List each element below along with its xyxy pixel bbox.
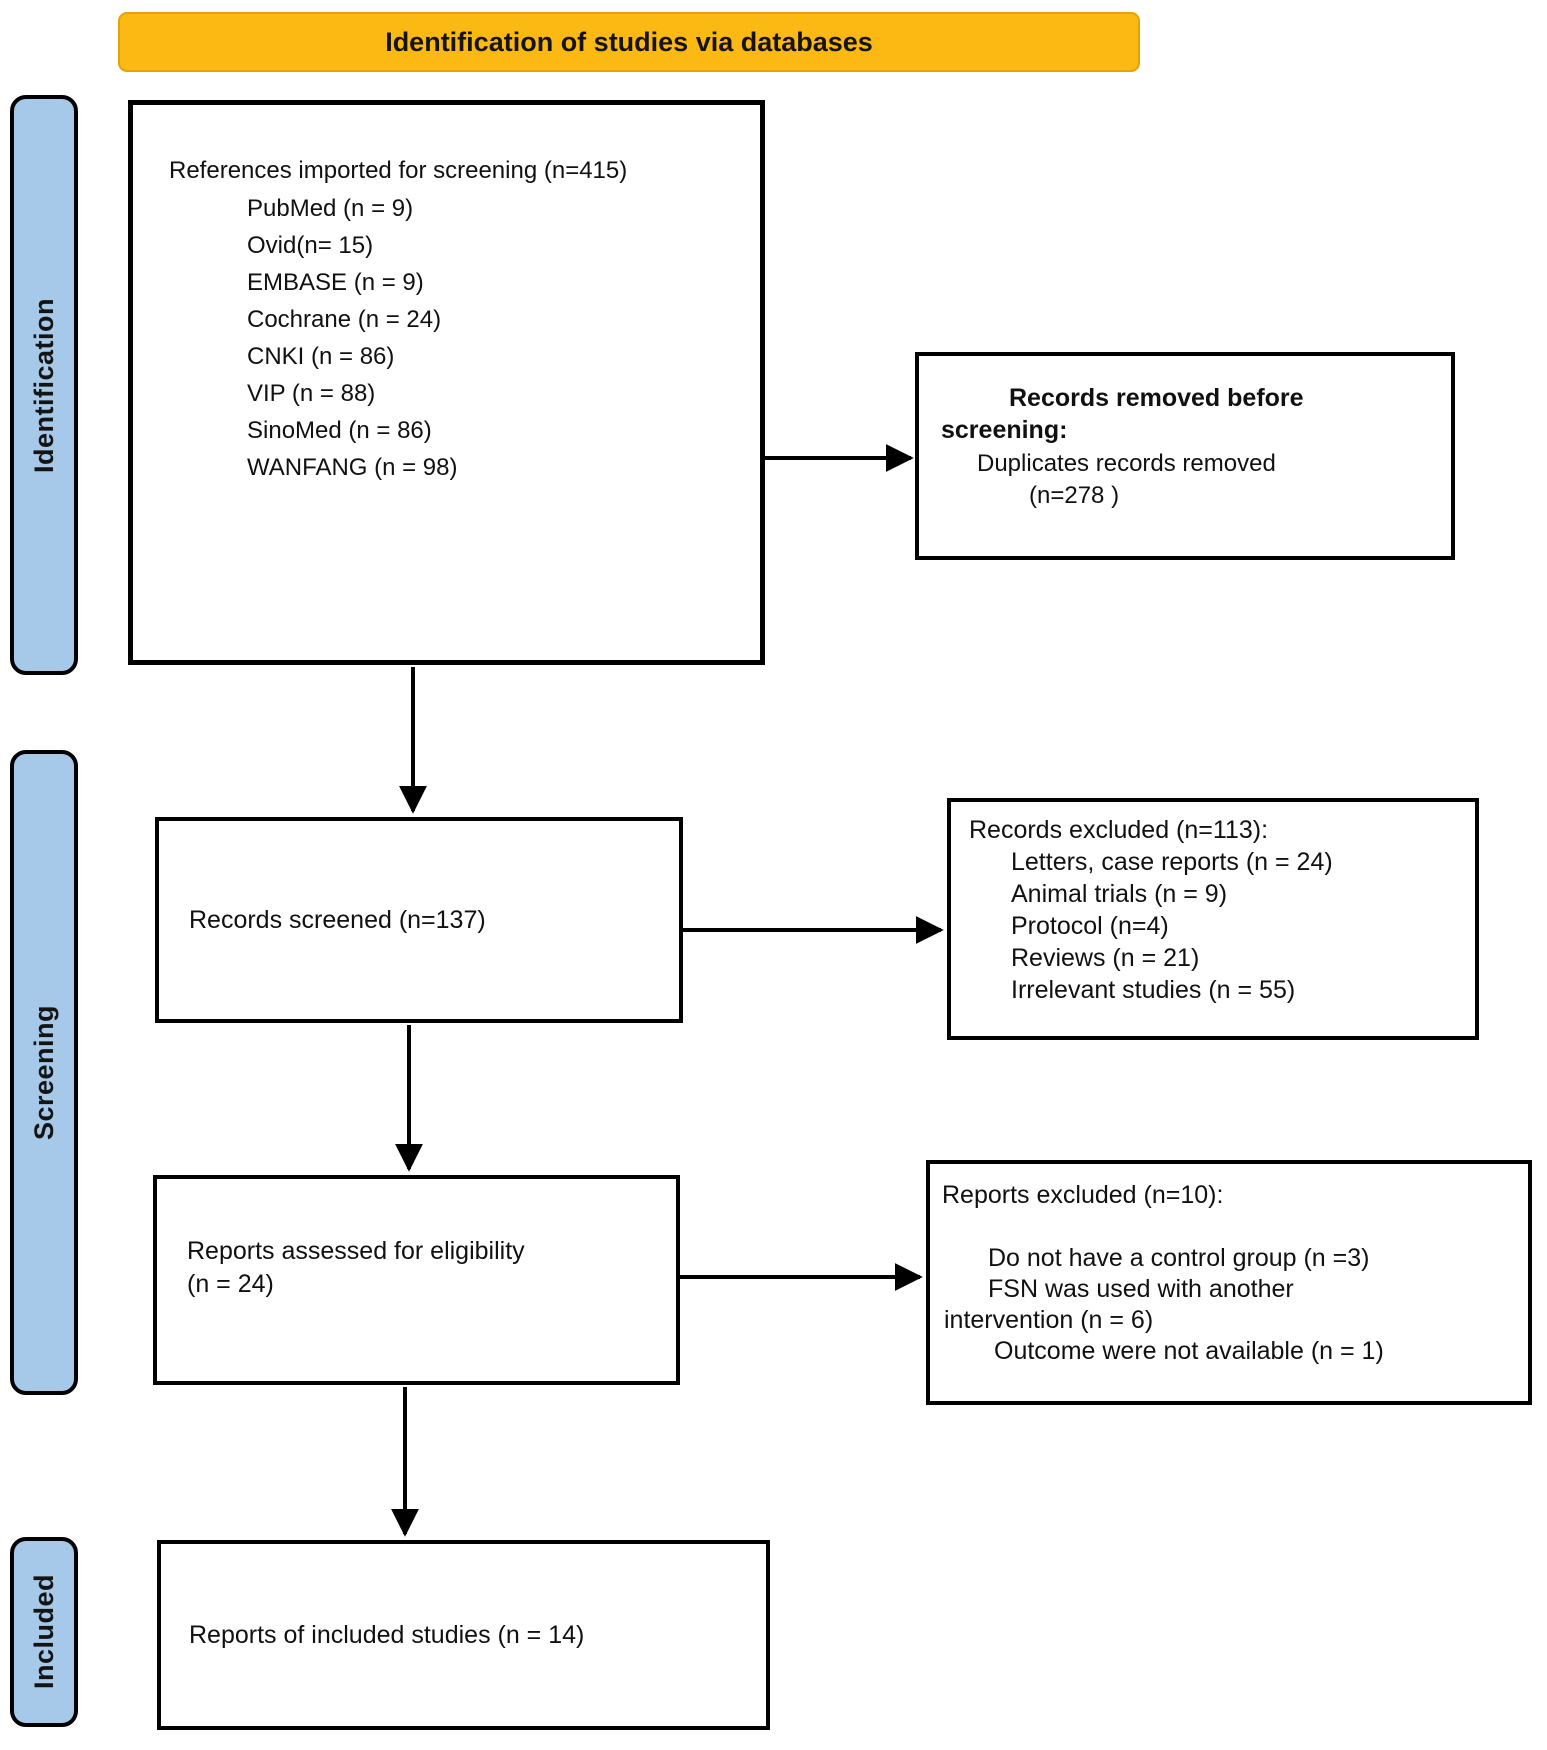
- exclusion-reason: Outcome were not available (n = 1): [994, 1337, 1384, 1365]
- box-reports-included: Reports of included studies (n = 14): [157, 1540, 770, 1730]
- stage-label-identification: Identification: [10, 95, 78, 675]
- reason-line: (n=278 ): [1029, 482, 1120, 509]
- exclusion-reason: Protocol (n=4): [1011, 912, 1169, 940]
- database-item: EMBASE (n = 9): [247, 269, 424, 296]
- diagram-title: Identification of studies via databases: [385, 26, 873, 57]
- exclusion-reason: Do not have a control group (n =3): [988, 1244, 1370, 1272]
- reason-line: Duplicates records removed: [977, 450, 1276, 477]
- box-title: Records excluded (n=113):: [969, 816, 1269, 844]
- box-reports-excluded: Reports excluded (n=10): Do not have a c…: [926, 1160, 1532, 1405]
- database-item: Ovid(n= 15): [247, 232, 374, 259]
- exclusion-reason: Animal trials (n = 9): [1011, 880, 1228, 908]
- box-title: Reports of included studies (n = 14): [189, 1621, 585, 1649]
- box-title-line: Reports assessed for eligibility: [187, 1237, 525, 1265]
- diagram-title-banner: Identification of studies via databases: [118, 12, 1140, 72]
- box-title: Records screened (n=137): [189, 906, 486, 934]
- box-references-imported: References imported for screening (n=415…: [128, 100, 765, 665]
- box-records-excluded: Records excluded (n=113): Letters, case …: [947, 798, 1479, 1040]
- database-item: CNKI (n = 86): [247, 343, 395, 370]
- box-title: Records removed before screening:: [941, 384, 1304, 444]
- exclusion-reason: intervention (n = 6): [944, 1306, 1154, 1334]
- stage-label-included: Included: [10, 1537, 78, 1727]
- stage-label-screening: Screening: [10, 750, 78, 1395]
- stage-label-text: Identification: [28, 297, 59, 473]
- database-item: WANFANG (n = 98): [247, 454, 458, 481]
- stage-label-text: Included: [28, 1574, 59, 1690]
- stage-label-text: Screening: [28, 1004, 59, 1141]
- database-item: SinoMed (n = 86): [247, 417, 432, 444]
- box-title: References imported for screening (n=415…: [169, 157, 628, 184]
- exclusion-reason: FSN was used with another: [988, 1275, 1294, 1303]
- exclusion-reason: Reviews (n = 21): [1011, 944, 1200, 972]
- database-item: Cochrane (n = 24): [247, 306, 442, 333]
- box-reports-assessed: Reports assessed for eligibility (n = 24…: [153, 1175, 680, 1385]
- box-title-line: (n = 24): [187, 1270, 274, 1298]
- exclusion-reason: Letters, case reports (n = 24): [1011, 848, 1333, 876]
- database-item: PubMed (n = 9): [247, 195, 414, 222]
- box-records-screened: Records screened (n=137): [155, 817, 683, 1023]
- database-item: VIP (n = 88): [247, 380, 376, 407]
- box-title: Reports excluded (n=10):: [942, 1181, 1224, 1209]
- exclusion-reason: Irrelevant studies (n = 55): [1011, 976, 1296, 1004]
- box-records-removed: Records removed before screening: Duplic…: [915, 352, 1455, 560]
